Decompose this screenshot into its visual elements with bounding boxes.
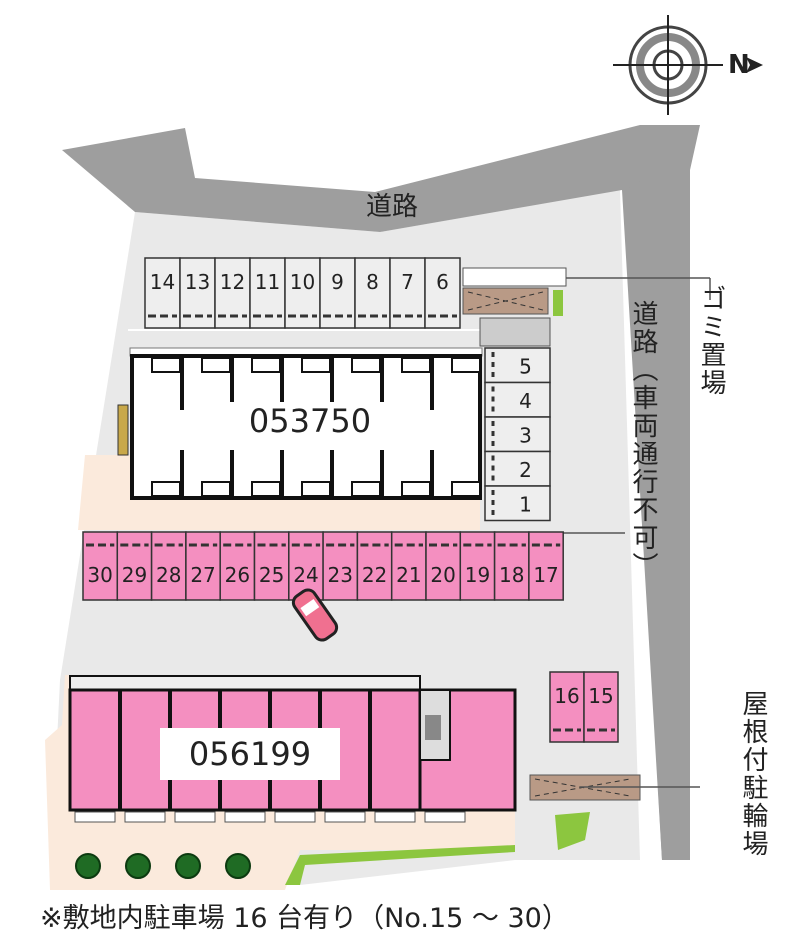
parking-space-number: 17 [533, 563, 558, 587]
compass-rose-icon [613, 15, 763, 115]
parking-space-number: 29 [122, 563, 147, 587]
parking-space-23: 23 [322, 531, 359, 601]
building-053750-label: 053750 [230, 402, 390, 440]
parking-space-19: 19 [459, 531, 496, 601]
parking-space-number: 10 [290, 270, 315, 294]
parking-space-number: 19 [465, 563, 490, 587]
parking-space-29: 29 [116, 531, 153, 601]
parking-space-12: 12 [214, 257, 251, 329]
parking-space-number: 26 [225, 563, 250, 587]
parking-space-number: 6 [436, 270, 449, 294]
parking-space-15: 15 [583, 671, 619, 743]
parking-space-number: 27 [190, 563, 215, 587]
parking-space-13: 13 [179, 257, 216, 329]
parking-space-number: 9 [331, 270, 344, 294]
parking-space-number: 28 [156, 563, 181, 587]
parking-space-number: 30 [87, 563, 112, 587]
parking-space-number: 18 [499, 563, 524, 587]
car-icon [291, 588, 339, 642]
parking-space-number: 14 [150, 270, 175, 294]
garbage-area-label: ゴミ置場 [696, 285, 726, 397]
tree-icon [75, 853, 101, 879]
parking-space-number: 4 [519, 389, 532, 413]
parking-space-21: 21 [390, 531, 427, 601]
parking-space-2: 2 [484, 450, 551, 487]
parking-space-25: 25 [253, 531, 290, 601]
parking-space-1: 1 [484, 485, 551, 522]
parking-space-number: 15 [588, 684, 613, 708]
tree-icon [125, 853, 151, 879]
bicycle-parking-label: 屋根付駐輪場 [738, 690, 768, 858]
parking-space-9: 9 [319, 257, 356, 329]
parking-space-number: 23 [328, 563, 353, 587]
road-top-label: 道路 [366, 192, 419, 222]
parking-space-28: 28 [150, 531, 187, 601]
road-right-label: 道路（車両通行不可） [628, 300, 658, 580]
parking-space-3: 3 [484, 416, 551, 453]
parking-space-11: 11 [249, 257, 286, 329]
parking-space-number: 8 [366, 270, 379, 294]
parking-space-number: 7 [401, 270, 414, 294]
compass-north-label: N [728, 50, 750, 80]
hedge-icon [117, 404, 129, 456]
garbage-area-outline [462, 267, 567, 287]
parking-space-14: 14 [144, 257, 181, 329]
garden-strip [78, 455, 480, 530]
parking-space-7: 7 [389, 257, 426, 329]
shrub-icon [553, 290, 563, 316]
parking-note: ※敷地内駐車場 16 台有り（No.15 ～ 30） [40, 903, 569, 934]
parking-space-number: 2 [519, 458, 532, 482]
parking-space-16: 16 [549, 671, 585, 743]
building-056199-label: 056199 [160, 728, 340, 780]
garden-south [45, 675, 515, 890]
parking-space-10: 10 [284, 257, 321, 329]
parking-space-number: 24 [293, 563, 318, 587]
tree-icon [175, 853, 201, 879]
parking-space-27: 27 [185, 531, 221, 601]
stairs-icon [425, 715, 441, 740]
parking-space-4: 4 [484, 381, 551, 418]
parking-space-number: 11 [255, 270, 280, 294]
parking-space-number: 22 [362, 563, 387, 587]
parking-space-number: 16 [554, 684, 579, 708]
green-strip [285, 845, 515, 885]
parking-space-8: 8 [354, 257, 391, 329]
parking-space-number: 20 [430, 563, 455, 587]
parking-space-20: 20 [425, 531, 462, 601]
parking-space-6: 6 [424, 257, 461, 329]
parking-space-30: 30 [82, 531, 119, 601]
parking-space-number: 25 [259, 563, 284, 587]
green-patch [555, 812, 590, 850]
tree-icon [225, 853, 251, 879]
road-right-inner [625, 170, 690, 860]
parking-space-number: 1 [519, 492, 532, 516]
parking-space-17: 17 [528, 531, 564, 601]
parking-space-number: 13 [185, 270, 210, 294]
parking-space-18: 18 [493, 531, 530, 601]
parking-space-number: 12 [220, 270, 245, 294]
parking-space-number: 3 [519, 423, 532, 447]
parking-space-number: 5 [519, 354, 532, 378]
parking-space-number: 21 [396, 563, 421, 587]
parking-space-22: 22 [356, 531, 393, 601]
parking-space-26: 26 [219, 531, 256, 601]
garbage-roof [462, 287, 549, 315]
parking-space-5: 5 [484, 347, 551, 384]
parking-space-24: 24 [288, 531, 324, 601]
